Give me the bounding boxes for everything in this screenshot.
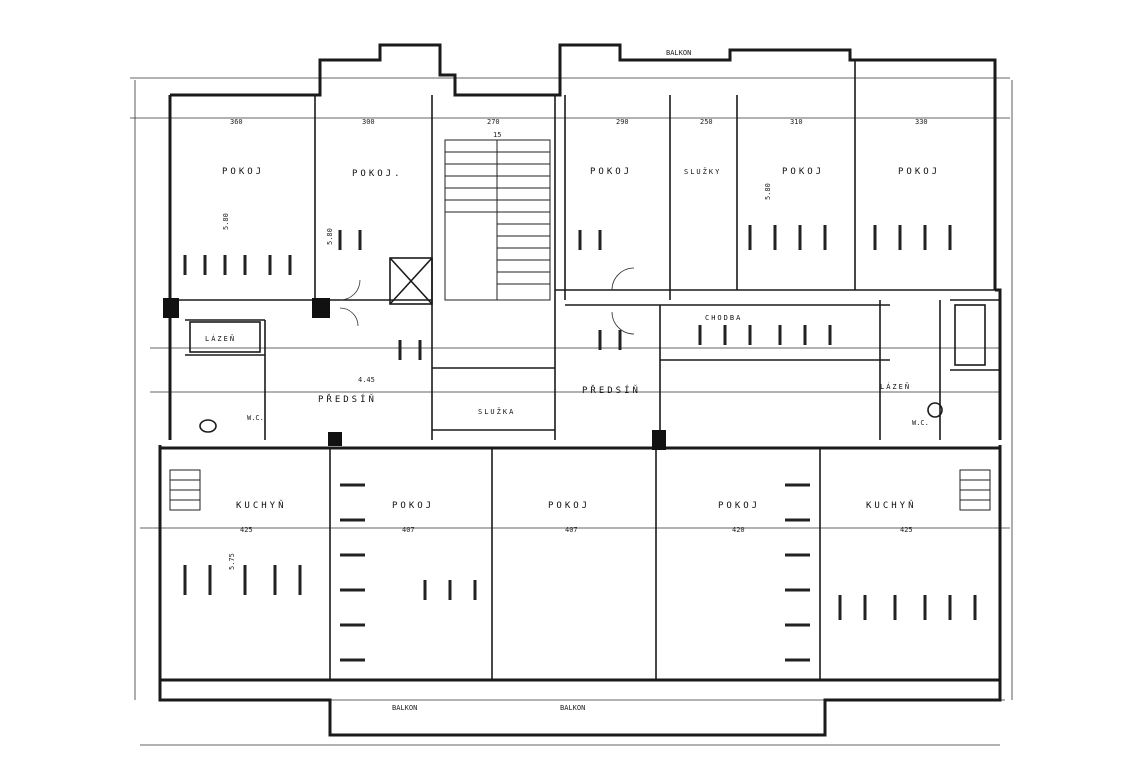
dim-predsin-width: 4.45: [358, 376, 375, 384]
dim-top-5: 250: [700, 118, 713, 126]
interior-walls: [170, 60, 1000, 680]
dim-bottom-3: 407: [565, 526, 578, 534]
dimension-labels-top: 360 300 270 290 250 310 330: [230, 118, 928, 126]
dimension-labels-bottom: 425 407 407 420 425 4.45 15: [240, 131, 913, 534]
dim-top-4: 290: [616, 118, 629, 126]
label-predsin-right: PŘEDSÍŇ: [582, 384, 641, 396]
label-pokoj-2: POKOJ.: [352, 169, 403, 179]
label-pokoj-1: POKOJ: [222, 167, 264, 177]
label-pokoj-4: POKOJ: [782, 167, 824, 177]
outer-walls: [158, 43, 1002, 737]
label-pokoj-7: POKOJ: [548, 501, 590, 511]
staircase: [169, 139, 991, 511]
door-swings: [339, 267, 635, 335]
dim-bottom-2: 407: [402, 526, 415, 534]
label-sluzka: SLUŽKA: [478, 407, 515, 416]
height-1: 5.80: [222, 213, 230, 230]
structural-columns: [163, 298, 666, 450]
fixtures: [189, 304, 986, 433]
label-predsin-left: PŘEDSÍŇ: [318, 393, 377, 405]
dim-bottom-4: 420: [732, 526, 745, 534]
label-pokoj-6: POKOJ: [392, 501, 434, 511]
label-pokoj-5: POKOJ: [898, 167, 940, 177]
dim-stair-steps: 15: [493, 131, 501, 139]
dim-bottom-5: 425: [900, 526, 913, 534]
dim-top-2: 300: [362, 118, 375, 126]
elevator-shaft: [389, 257, 433, 305]
dim-top-3: 270: [487, 118, 500, 126]
label-chodba: CHODBA: [705, 314, 742, 322]
window-hatches: [183, 225, 977, 662]
dim-top-1: 360: [230, 118, 243, 126]
label-balkon-top: BALKON: [666, 49, 691, 57]
room-labels: POKOJ POKOJ. POKOJ SLUŽKY POKOJ POKOJ LÁ…: [205, 167, 940, 511]
label-kuchyn-right: KUCHYŇ: [866, 499, 917, 511]
label-wc-left: W.C.: [247, 414, 264, 422]
label-lazen-right: LÁZEŇ: [880, 382, 911, 391]
label-pokoj-8: POKOJ: [718, 501, 760, 511]
height-2: 5.80: [326, 228, 334, 245]
dim-bottom-1: 425: [240, 526, 253, 534]
height-labels: 5.80 5.80 5.80 5.75: [222, 183, 772, 570]
label-kuchyn-left: KUCHYŇ: [236, 499, 287, 511]
label-balkon-bottom-left: BALKON: [392, 704, 417, 712]
dim-top-6: 310: [790, 118, 803, 126]
label-wc-right: W.C.: [912, 419, 929, 427]
dim-top-7: 330: [915, 118, 928, 126]
label-lazen-left: LÁZEŇ: [205, 334, 236, 343]
label-balkon-bottom-right: BALKON: [560, 704, 585, 712]
height-4: 5.75: [228, 553, 236, 570]
balcony-labels: BALKON BALKON BALKON: [392, 49, 691, 712]
label-sluzky: SLUŽKY: [684, 167, 721, 176]
label-pokoj-3: POKOJ: [590, 167, 632, 177]
height-3: 5.80: [764, 183, 772, 200]
